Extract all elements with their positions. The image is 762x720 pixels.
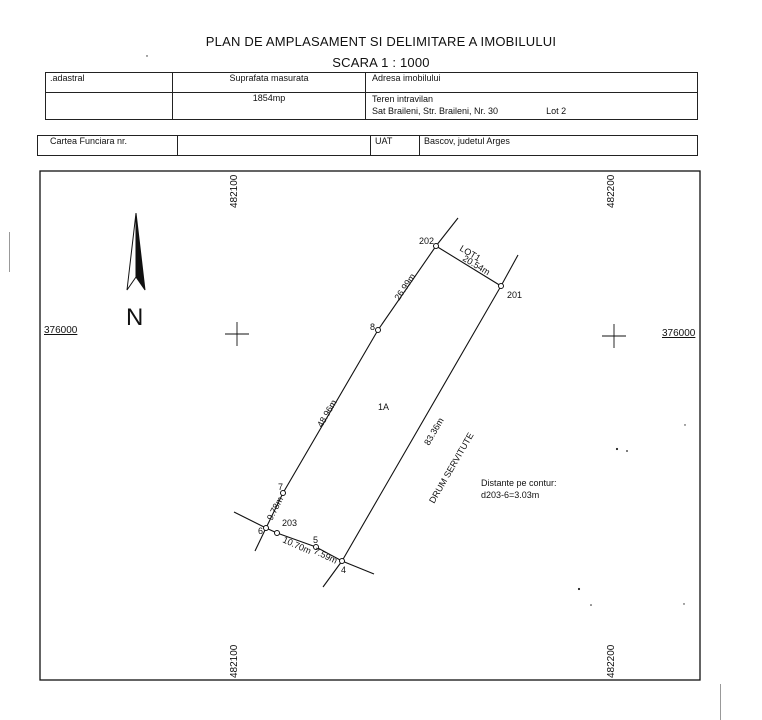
area-value: 1854mp: [172, 92, 366, 120]
scan-edge-mark-right: [720, 684, 721, 720]
distance-note-title: Distante pe contur:: [481, 478, 557, 488]
distance-8-202: 26.99m: [392, 272, 417, 302]
lot-number: Lot 2: [546, 106, 567, 116]
parcel-vertices: [263, 243, 504, 564]
address-street: Sat Braileni, Str. Braileni, Nr. 30: [372, 106, 499, 116]
address-value-cell: Teren intravilan Sat Braileni, Str. Brai…: [365, 92, 698, 120]
distance-203-5: 10.70m: [281, 535, 313, 556]
distance-5-4: 7.59m: [312, 546, 339, 566]
vertex-4: [339, 558, 345, 564]
road-label: DRUM SERVITUTE: [427, 431, 476, 505]
grid-label-y-left: 376000: [44, 325, 78, 336]
point-label-201: 201: [507, 290, 522, 300]
distance-7-8: 48.96m: [315, 398, 339, 429]
grid-cross-right: [602, 324, 626, 348]
scan-edge-mark: [9, 232, 10, 272]
vertex-203: [274, 530, 280, 536]
grid-label-x-left-top: 482100: [229, 174, 240, 208]
grid-label-x-right-bottom: 482200: [606, 644, 617, 678]
point-label-203: 203: [282, 518, 297, 528]
plan-frame: [39, 170, 701, 681]
grid-label-y-right: 376000: [662, 328, 696, 339]
address-line-1: Teren intravilan: [372, 94, 434, 104]
vertex-6: [263, 525, 269, 531]
scan-specks: [146, 55, 686, 606]
address-line-2: Sat Braileni, Str. Braileni, Nr. 30 Lot 2: [372, 105, 693, 117]
distance-201-4: 83.36m: [422, 416, 446, 447]
plan-scale: SCARA 1 : 1000: [332, 55, 430, 70]
vertex-5: [313, 544, 319, 550]
point-label-202: 202: [419, 236, 434, 246]
vertex-201: [498, 283, 504, 289]
uat-value: Bascov, judetul Arges: [419, 135, 698, 156]
carte-funciara-label: Cartea Funciara nr.: [37, 135, 178, 156]
grid-cross-left: [225, 322, 249, 346]
parcel-label: 1A: [378, 402, 389, 412]
grid-label-x-left-bottom: 482100: [229, 644, 240, 678]
plan-title: PLAN DE AMPLASAMENT SI DELIMITARE A IMOB…: [205, 34, 557, 49]
distance-note-value: d203-6=3.03m: [481, 490, 539, 500]
point-label-4: 4: [341, 565, 346, 575]
cadastral-info-table: .adastral Suprafata masurata Adresa imob…: [45, 72, 698, 120]
north-label: N: [126, 304, 143, 331]
point-label-5: 5: [313, 535, 318, 545]
point-label-7: 7: [278, 482, 283, 492]
vertex-202: [433, 243, 439, 249]
north-arrow-icon: N: [126, 212, 146, 331]
point-label-8: 8: [370, 322, 375, 332]
registry-table: Cartea Funciara nr. UAT Bascov, judetul …: [37, 135, 698, 156]
grid-label-x-right-top: 482200: [606, 174, 617, 208]
vertex-8: [375, 327, 381, 333]
vertex-7: [280, 490, 286, 496]
point-label-6: 6: [258, 526, 263, 536]
